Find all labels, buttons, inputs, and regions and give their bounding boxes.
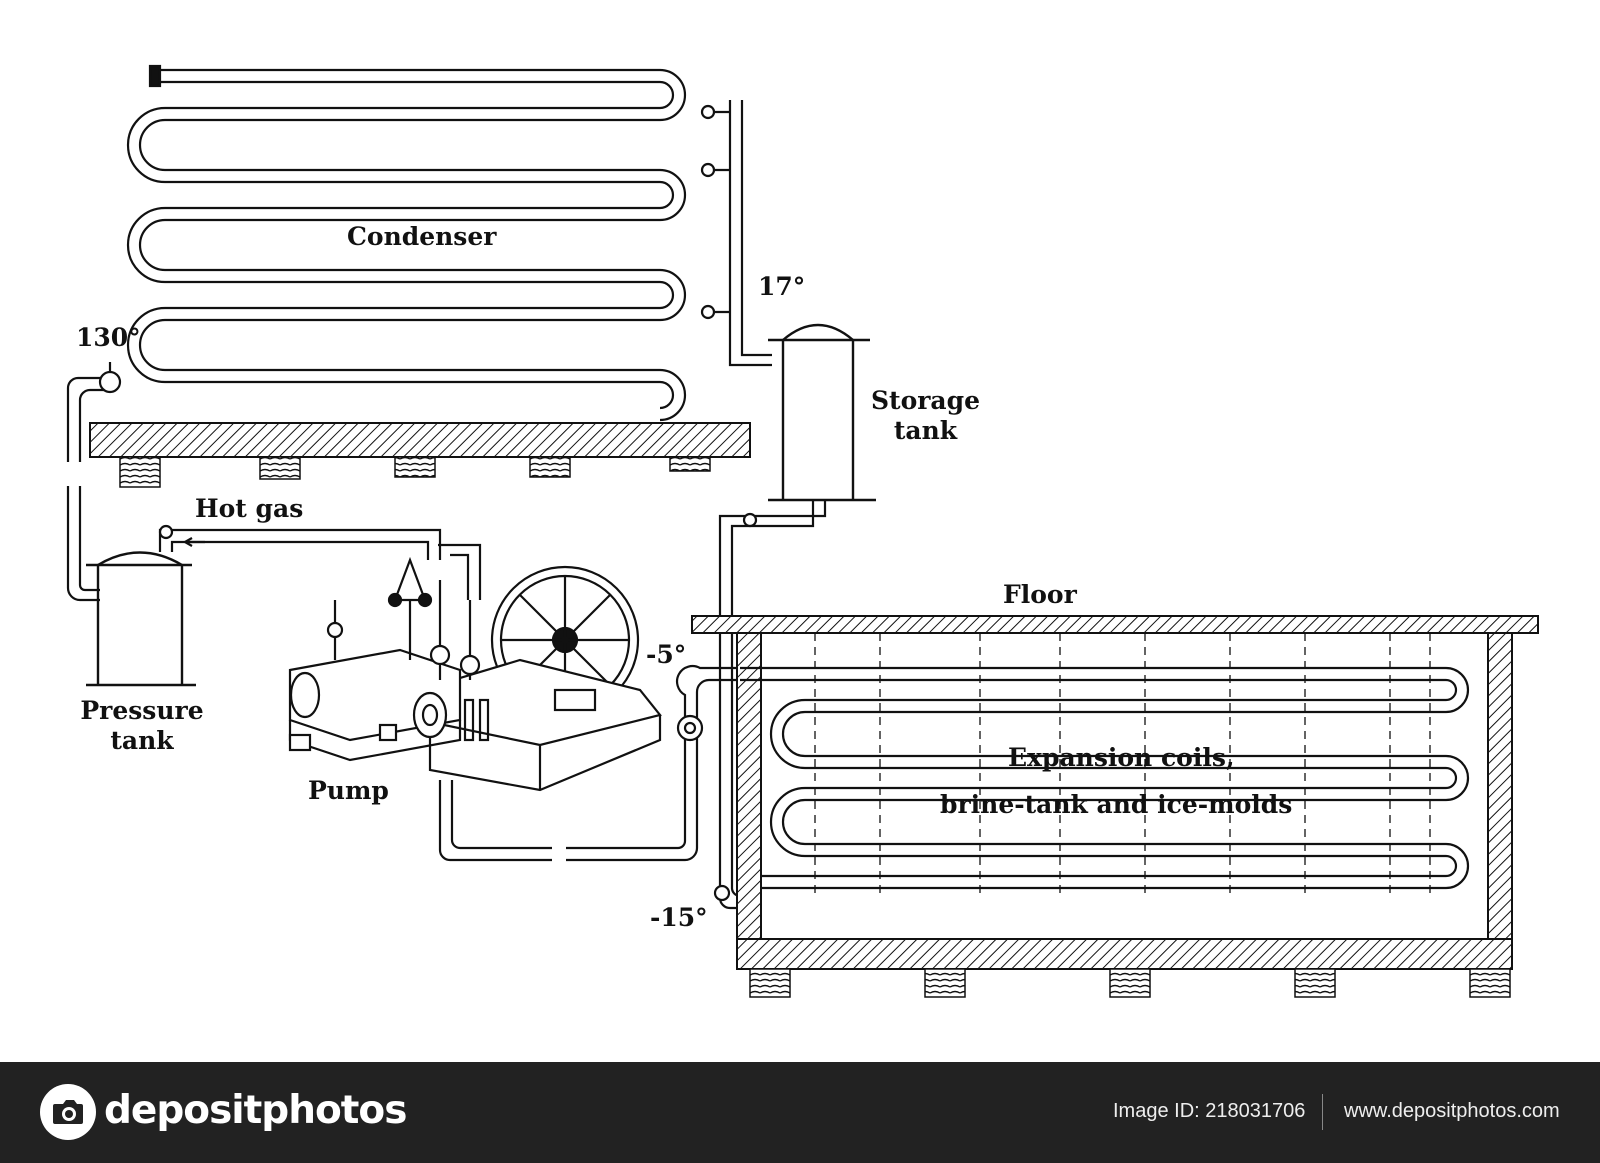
brine-tank-label: brine-tank and ice-molds — [940, 790, 1293, 819]
image-id: Image ID: 218031706 — [1113, 1100, 1306, 1122]
suction-line — [438, 620, 760, 910]
site-url: www.depositphotos.com — [1344, 1100, 1560, 1122]
hot-gas-line — [66, 362, 122, 602]
condenser-coils — [126, 64, 687, 422]
temp-17-label: 17° — [758, 272, 806, 301]
camera-logo-icon — [40, 1084, 96, 1140]
pump-machine — [288, 556, 662, 792]
pressure-tank — [86, 551, 196, 687]
temp-minus5-label: -5° — [646, 640, 687, 669]
stock-footer-bar: depositphotos Image ID: 218031706 www.de… — [0, 1062, 1600, 1163]
floor-slab — [691, 615, 1539, 634]
floor-label: Floor — [1003, 580, 1077, 609]
brine-tank — [736, 632, 1513, 998]
pump-label: Pump — [308, 776, 389, 805]
temp-minus15-label: -15° — [650, 903, 708, 932]
condenser-label: Condenser — [347, 222, 497, 251]
liquid-line — [718, 500, 827, 620]
hot-gas-label: Hot gas — [195, 494, 304, 523]
pump-discharge-line — [158, 524, 482, 600]
expansion-coils — [740, 666, 1470, 890]
expansion-coils-label: Expansion coils, — [1008, 743, 1235, 772]
condenser-manifold — [700, 100, 772, 367]
pressure-tank-label: Pressure tank — [80, 696, 204, 755]
storage-tank-label: Storage tank — [870, 386, 981, 445]
refrigeration-system-illustration — [66, 64, 1539, 998]
condenser-support — [89, 422, 751, 488]
brand-name: depositphotos — [104, 1088, 407, 1133]
temp-130-label: 130° — [76, 323, 141, 352]
storage-tank — [768, 323, 876, 502]
footer-divider — [1322, 1094, 1323, 1130]
